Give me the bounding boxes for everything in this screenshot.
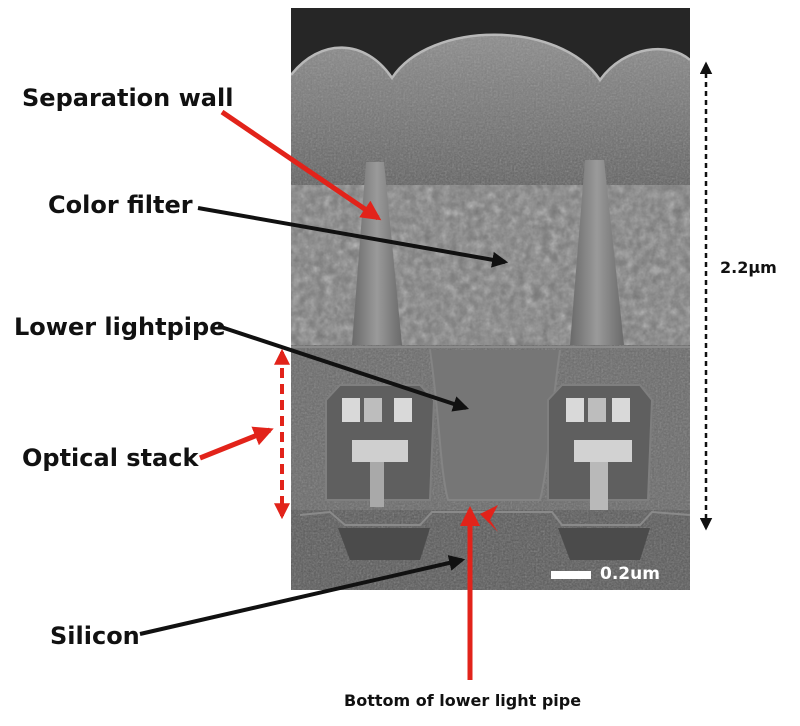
red-annotation-arrows — [199, 109, 498, 680]
sem-micrograph — [291, 8, 690, 590]
label-color-filter: Color filter — [48, 191, 193, 219]
scale-bar — [551, 571, 591, 579]
label-optical-stack: Optical stack — [22, 444, 199, 472]
label-lower-lightpipe: Lower lightpipe — [14, 313, 226, 341]
scale-bar-label: 0.2um — [600, 564, 660, 584]
dimension-label: 2.2µm — [720, 258, 777, 277]
label-silicon: Silicon — [50, 622, 140, 650]
label-separation-wall: Separation wall — [22, 84, 234, 112]
black-annotation-arrows — [139, 61, 713, 636]
label-bottom-of-lower-light-pipe: Bottom of lower light pipe — [344, 691, 582, 710]
